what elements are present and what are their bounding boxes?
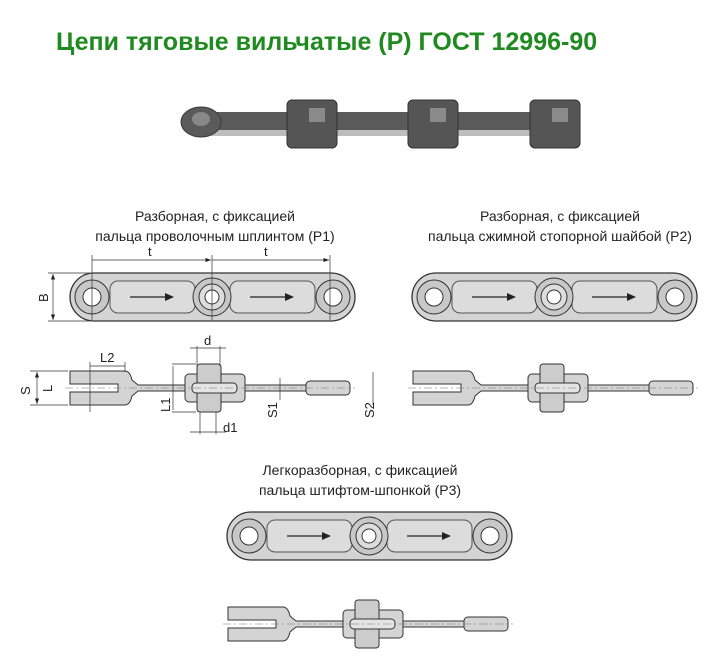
caption-p2-line1: Разборная, с фиксацией xyxy=(480,208,640,224)
dim-S2: S2 xyxy=(362,402,377,418)
caption-p3-line2: пальца штифтом-шпонкой (Р3) xyxy=(258,482,462,498)
p3-top-view xyxy=(226,511,513,561)
dim-L2: L2 xyxy=(100,350,114,365)
page-title: Цепи тяговые вильчатые (Р) ГОСТ 12996-90 xyxy=(56,28,598,56)
dim-d: d xyxy=(204,333,211,348)
dim-t-1: t xyxy=(148,244,152,259)
p1-side-view xyxy=(64,363,356,413)
p2-side-view xyxy=(407,363,699,413)
p2-top-view xyxy=(411,272,698,322)
caption-p2: Разборная, с фиксацией пальца сжимной ст… xyxy=(420,206,700,246)
dim-L: L xyxy=(40,385,55,392)
p1-top-view xyxy=(69,272,356,322)
dim-S: S xyxy=(18,386,33,395)
dim-t-2: t xyxy=(264,244,268,259)
p3-side-view xyxy=(222,599,514,649)
dim-d1: d1 xyxy=(223,420,237,435)
caption-p3: Легкоразборная, с фиксацией пальца штифт… xyxy=(240,460,480,500)
dim-B: B xyxy=(36,293,51,302)
caption-p2-line2: пальца сжимной стопорной шайбой (Р2) xyxy=(428,228,692,244)
caption-p1: Разборная, с фиксацией пальца проволочны… xyxy=(95,206,335,246)
dim-L1: L1 xyxy=(158,398,173,412)
dim-S1: S1 xyxy=(265,402,280,418)
caption-p1-line1: Разборная, с фиксацией xyxy=(135,208,295,224)
caption-p1-line2: пальца проволочным шплинтом (Р1) xyxy=(95,228,335,244)
chain-3d-render xyxy=(180,99,581,149)
caption-p3-line1: Легкоразборная, с фиксацией xyxy=(262,462,458,478)
